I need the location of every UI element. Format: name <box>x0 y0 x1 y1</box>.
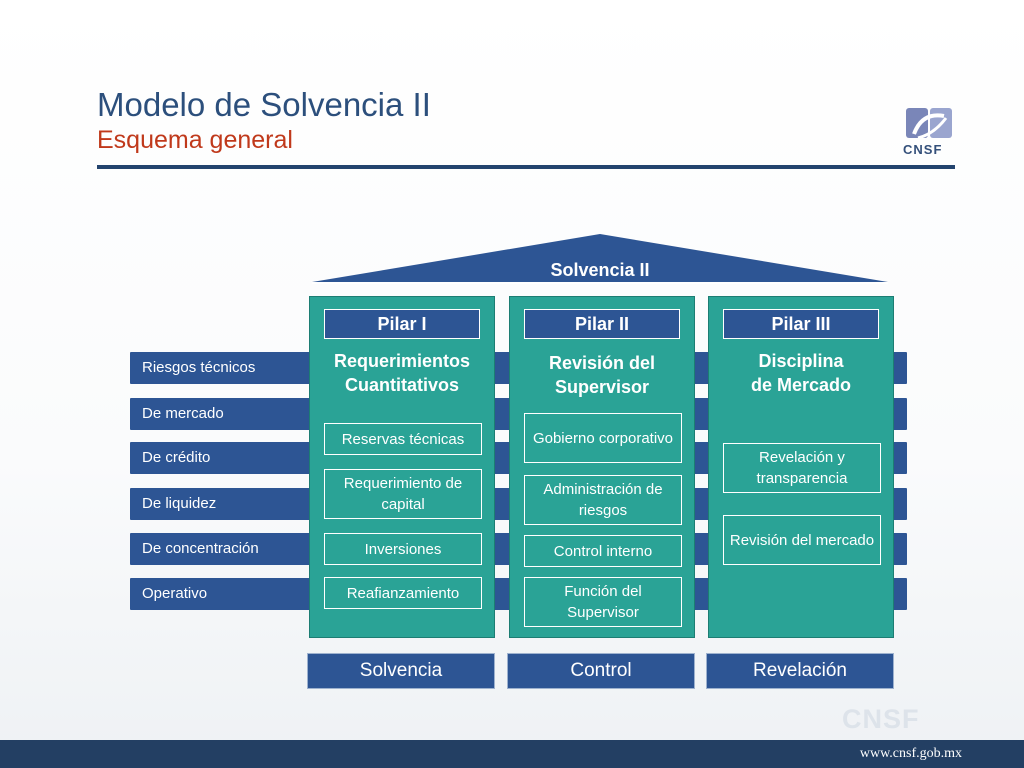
pillar-item: Revelación y transparencia <box>723 443 881 493</box>
website-url: www.cnsf.gob.mx <box>859 746 962 761</box>
pillar-2-title: Revisión del Supervisor <box>510 351 694 399</box>
risk-label: De mercado <box>142 405 224 422</box>
pillar-title-line: Supervisor <box>554 377 650 397</box>
footer-solvencia: Solvencia <box>307 653 495 689</box>
pillar-2-head: Pilar II <box>524 309 680 339</box>
risk-label: De concentración <box>142 540 259 557</box>
risk-label: Operativo <box>142 585 208 602</box>
title-divider <box>97 165 955 169</box>
pillar-item: Función del Supervisor <box>524 577 682 627</box>
logo-text: CNSF <box>903 142 943 157</box>
page-title: Modelo de Solvencia II <box>97 86 431 123</box>
roof-label: Solvencia II <box>550 260 650 280</box>
pillar-item: Revisión del mercado <box>723 515 881 565</box>
pillar-1-head: Pilar I <box>324 309 480 339</box>
roof-triangle <box>312 234 888 284</box>
pillar-title-line: Cuantitativos <box>344 375 459 395</box>
pillar-title-line: Requerimientos <box>333 351 471 371</box>
risk-label: De crédito <box>142 449 211 466</box>
bottom-bar <box>0 740 1024 768</box>
pillar-3: Pilar III Disciplina de Mercado Revelaci… <box>708 296 894 638</box>
pillar-title-line: Disciplina <box>758 351 844 371</box>
pillar-title-line: de Mercado <box>750 375 852 395</box>
pillar-item: Gobierno corporativo <box>524 413 682 463</box>
pillar-title-line: Revisión del <box>548 353 656 373</box>
cnsf-logo-icon <box>906 108 952 140</box>
pillar-1: Pilar I Requerimientos Cuantitativos Res… <box>309 296 495 638</box>
pillar-3-title: Disciplina de Mercado <box>709 349 893 397</box>
footer-revelacion: Revelación <box>706 653 894 689</box>
pillar-1-title: Requerimientos Cuantitativos <box>310 349 494 397</box>
risk-label: De liquidez <box>142 495 217 512</box>
pillar-2: Pilar II Revisión del Supervisor Gobiern… <box>509 296 695 638</box>
pillar-item: Reservas técnicas <box>324 423 482 455</box>
page-subtitle: Esquema general <box>97 126 293 154</box>
pillar-item: Requerimiento de capital <box>324 469 482 519</box>
pillar-item: Control interno <box>524 535 682 567</box>
pillar-3-head: Pilar III <box>723 309 879 339</box>
pillar-item: Administración de riesgos <box>524 475 682 525</box>
pillar-item: Reafianzamiento <box>324 577 482 609</box>
cnsf-watermark: CNSF <box>842 704 920 734</box>
risk-label: Riesgos técnicos <box>142 359 256 376</box>
pillar-item: Inversiones <box>324 533 482 565</box>
footer-control: Control <box>507 653 695 689</box>
